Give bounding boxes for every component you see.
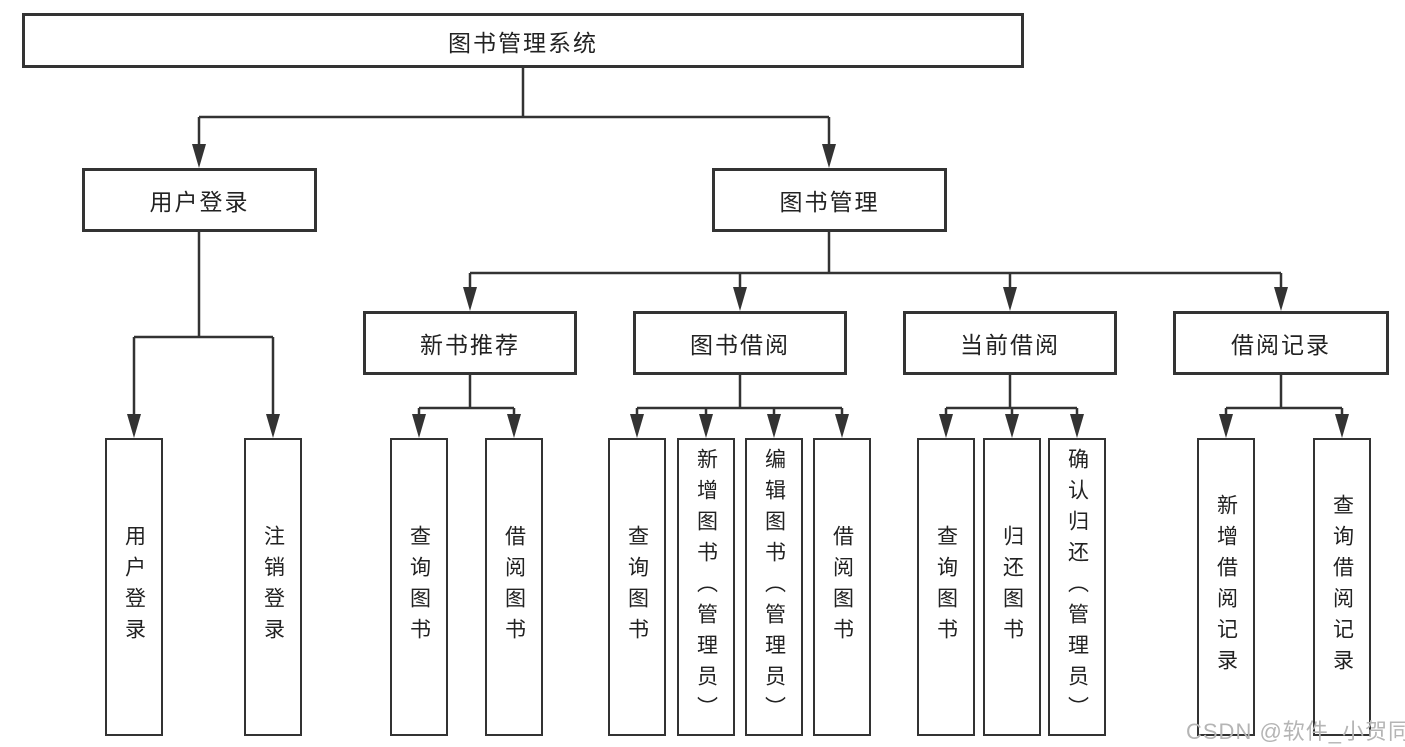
node-new-book-recommend: 新书推荐 bbox=[363, 311, 577, 375]
node-book-borrowing: 图书借阅 bbox=[633, 311, 847, 375]
arrow-down bbox=[822, 144, 836, 168]
node-book-management-label: 图书管理 bbox=[779, 189, 880, 215]
arrow-down bbox=[127, 414, 141, 438]
arrow-down bbox=[1070, 414, 1084, 438]
arrow-down bbox=[1005, 414, 1019, 438]
node-user-login-label: 用户登录 bbox=[149, 189, 250, 215]
leaf-edit-books-admin-label: 编辑图书（管理员） bbox=[762, 447, 786, 727]
leaf-query-borrow-record: 查询借阅记录 bbox=[1313, 438, 1371, 736]
leaf-borrow-books-2: 借阅图书 bbox=[813, 438, 871, 736]
arrow-down bbox=[412, 414, 426, 438]
leaf-confirm-return-admin: 确认归还（管理员） bbox=[1048, 438, 1106, 736]
arrowheads bbox=[127, 144, 1349, 438]
leaf-query-books-1-label: 查询图书 bbox=[407, 525, 431, 649]
arrow-down bbox=[507, 414, 521, 438]
arrow-down bbox=[767, 414, 781, 438]
leaf-borrow-books-1-label: 借阅图书 bbox=[502, 525, 526, 649]
leaf-query-books-3-label: 查询图书 bbox=[934, 525, 958, 649]
arrow-down bbox=[1335, 414, 1349, 438]
leaf-query-books-2-label: 查询图书 bbox=[625, 525, 649, 649]
arrow-down bbox=[835, 414, 849, 438]
arrow-down bbox=[733, 287, 747, 311]
node-borrowing-records-label: 借阅记录 bbox=[1231, 332, 1331, 358]
leaf-user-login: 用户登录 bbox=[105, 438, 163, 736]
leaf-add-borrow-record: 新增借阅记录 bbox=[1197, 438, 1255, 736]
leaf-user-login-label: 用户登录 bbox=[122, 525, 146, 649]
leaf-add-books-admin: 新增图书（管理员） bbox=[677, 438, 735, 736]
leaf-edit-books-admin: 编辑图书（管理员） bbox=[745, 438, 803, 736]
node-new-book-recommend-label: 新书推荐 bbox=[420, 332, 520, 358]
node-current-borrowing-label: 当前借阅 bbox=[960, 332, 1060, 358]
node-borrowing-records: 借阅记录 bbox=[1173, 311, 1389, 375]
arrow-down bbox=[939, 414, 953, 438]
leaf-add-borrow-record-label: 新增借阅记录 bbox=[1214, 494, 1238, 680]
leaf-borrow-books-2-label: 借阅图书 bbox=[830, 525, 854, 649]
arrow-down bbox=[463, 287, 477, 311]
leaf-return-books: 归还图书 bbox=[983, 438, 1041, 736]
arrow-down bbox=[699, 414, 713, 438]
node-user-login: 用户登录 bbox=[82, 168, 317, 232]
node-current-borrowing: 当前借阅 bbox=[903, 311, 1117, 375]
csdn-watermark: CSDN @软件_小贺同学 bbox=[1186, 719, 1405, 744]
arrow-down bbox=[1274, 287, 1288, 311]
arrow-down bbox=[630, 414, 644, 438]
leaf-logout-label: 注销登录 bbox=[261, 525, 285, 649]
leaf-query-books-3: 查询图书 bbox=[917, 438, 975, 736]
leaf-query-books-1: 查询图书 bbox=[390, 438, 448, 736]
leaf-borrow-books-1: 借阅图书 bbox=[485, 438, 543, 736]
leaf-confirm-return-admin-label: 确认归还（管理员） bbox=[1065, 447, 1089, 727]
arrow-down bbox=[1219, 414, 1233, 438]
leaf-logout: 注销登录 bbox=[244, 438, 302, 736]
node-root-label: 图书管理系统 bbox=[448, 29, 598, 56]
arrow-down bbox=[192, 144, 206, 168]
leaf-query-books-2: 查询图书 bbox=[608, 438, 666, 736]
node-root: 图书管理系统 bbox=[22, 13, 1024, 68]
node-book-management: 图书管理 bbox=[712, 168, 947, 232]
arrow-down bbox=[266, 414, 280, 438]
leaf-add-books-admin-label: 新增图书（管理员） bbox=[694, 447, 718, 727]
arrow-down bbox=[1003, 287, 1017, 311]
leaf-query-borrow-record-label: 查询借阅记录 bbox=[1330, 494, 1354, 680]
connector-lines bbox=[132, 68, 1344, 417]
leaf-return-books-label: 归还图书 bbox=[1000, 525, 1024, 649]
node-book-borrowing-label: 图书借阅 bbox=[690, 332, 790, 358]
